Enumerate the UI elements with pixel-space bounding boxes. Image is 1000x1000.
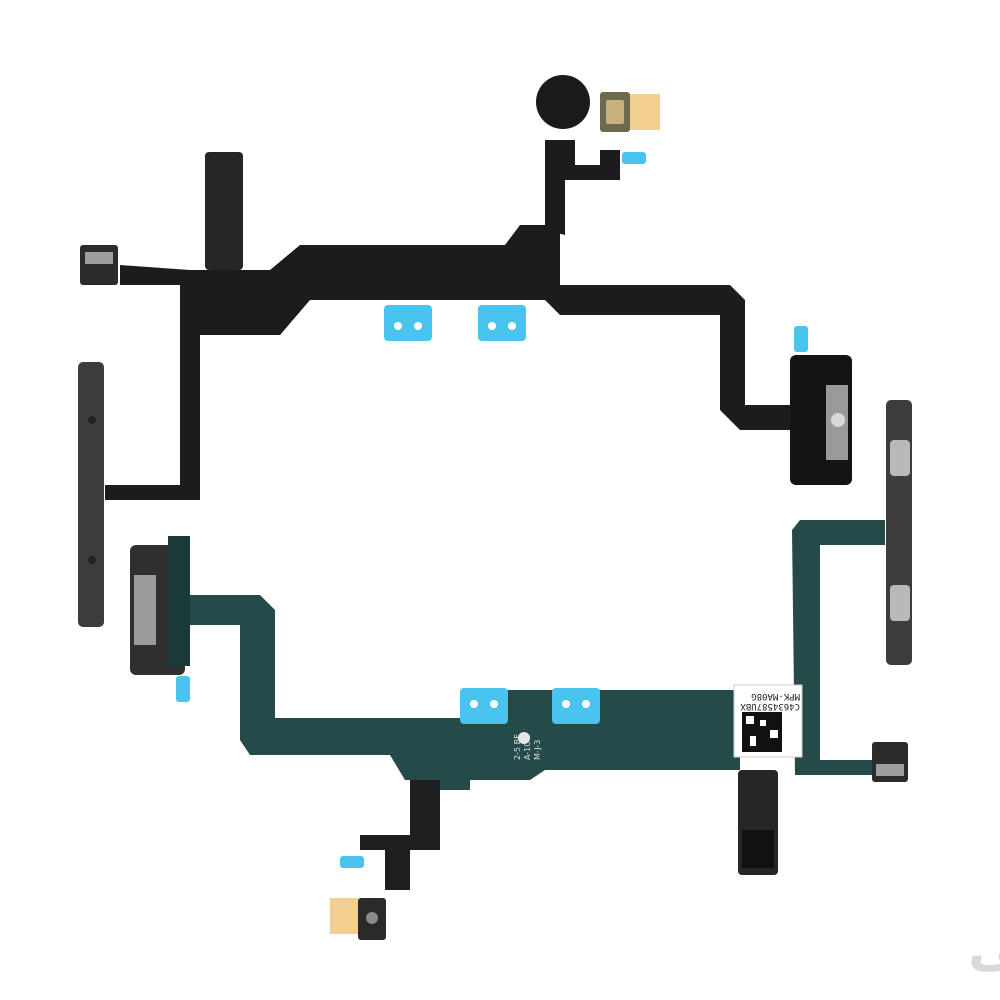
connector-head — [742, 830, 774, 868]
sticker-line1: MPK-MA08G — [751, 691, 800, 701]
upper-left-connector — [80, 245, 118, 285]
upper-flex-left-tab — [205, 152, 243, 270]
volume-up-switch — [890, 440, 910, 476]
flex-print-line3: M-J-3 — [533, 740, 542, 760]
lower-mic-adhesive — [330, 898, 358, 934]
upper-left-stiffener — [78, 362, 104, 627]
mic-round-pad — [536, 75, 590, 129]
lower-flex-right-branch — [792, 520, 885, 775]
upper-flex-body — [105, 225, 800, 500]
lower-blue-bracket-1 — [460, 688, 508, 724]
upper-blue-bracket-1 — [384, 305, 432, 341]
flex-print-line1: 2-5 BE — [513, 734, 522, 760]
lower-mic-blue-tab — [340, 856, 364, 868]
watermark-text: باباسلطی — [968, 915, 1000, 978]
upper-left-connector-metal — [85, 252, 113, 264]
upper-right-power-bracket — [790, 326, 852, 485]
upper-flex-cable — [78, 75, 912, 665]
upper-blue-bracket-2 — [478, 305, 526, 341]
mic-adhesive — [630, 94, 660, 130]
right-volume-stiffener — [886, 400, 912, 665]
lower-flex-body — [180, 595, 740, 790]
lower-mic-port — [366, 912, 378, 924]
flex-print-line2: A-1OG — [523, 734, 532, 760]
lower-left-power-bracket — [130, 536, 190, 702]
sticker-line2: C4634587UBX — [740, 701, 800, 711]
apple-logo-mark — [518, 732, 530, 744]
brand-watermark: باباسلطی — [968, 915, 1000, 978]
mic-membrane — [606, 100, 624, 124]
volume-down-switch — [890, 585, 910, 621]
stiffener-hole-2 — [88, 556, 96, 564]
mic-blue-tab — [622, 152, 646, 164]
stiffener-hole-1 — [88, 416, 96, 424]
lower-right-connector-metal — [876, 764, 904, 776]
flex-print-block: 2-5 BE A-1OG M-J-3 — [513, 734, 542, 760]
lower-blue-bracket-2 — [552, 688, 600, 724]
lower-flex-mic-branch — [360, 780, 440, 890]
lower-flex-cable: 2-5 BE A-1OG M-J-3 MPK-MA08G C4634587UBX — [130, 520, 908, 940]
upper-flex-mic-riser — [545, 140, 620, 235]
label-sticker: MPK-MA08G C4634587UBX — [733, 684, 803, 758]
